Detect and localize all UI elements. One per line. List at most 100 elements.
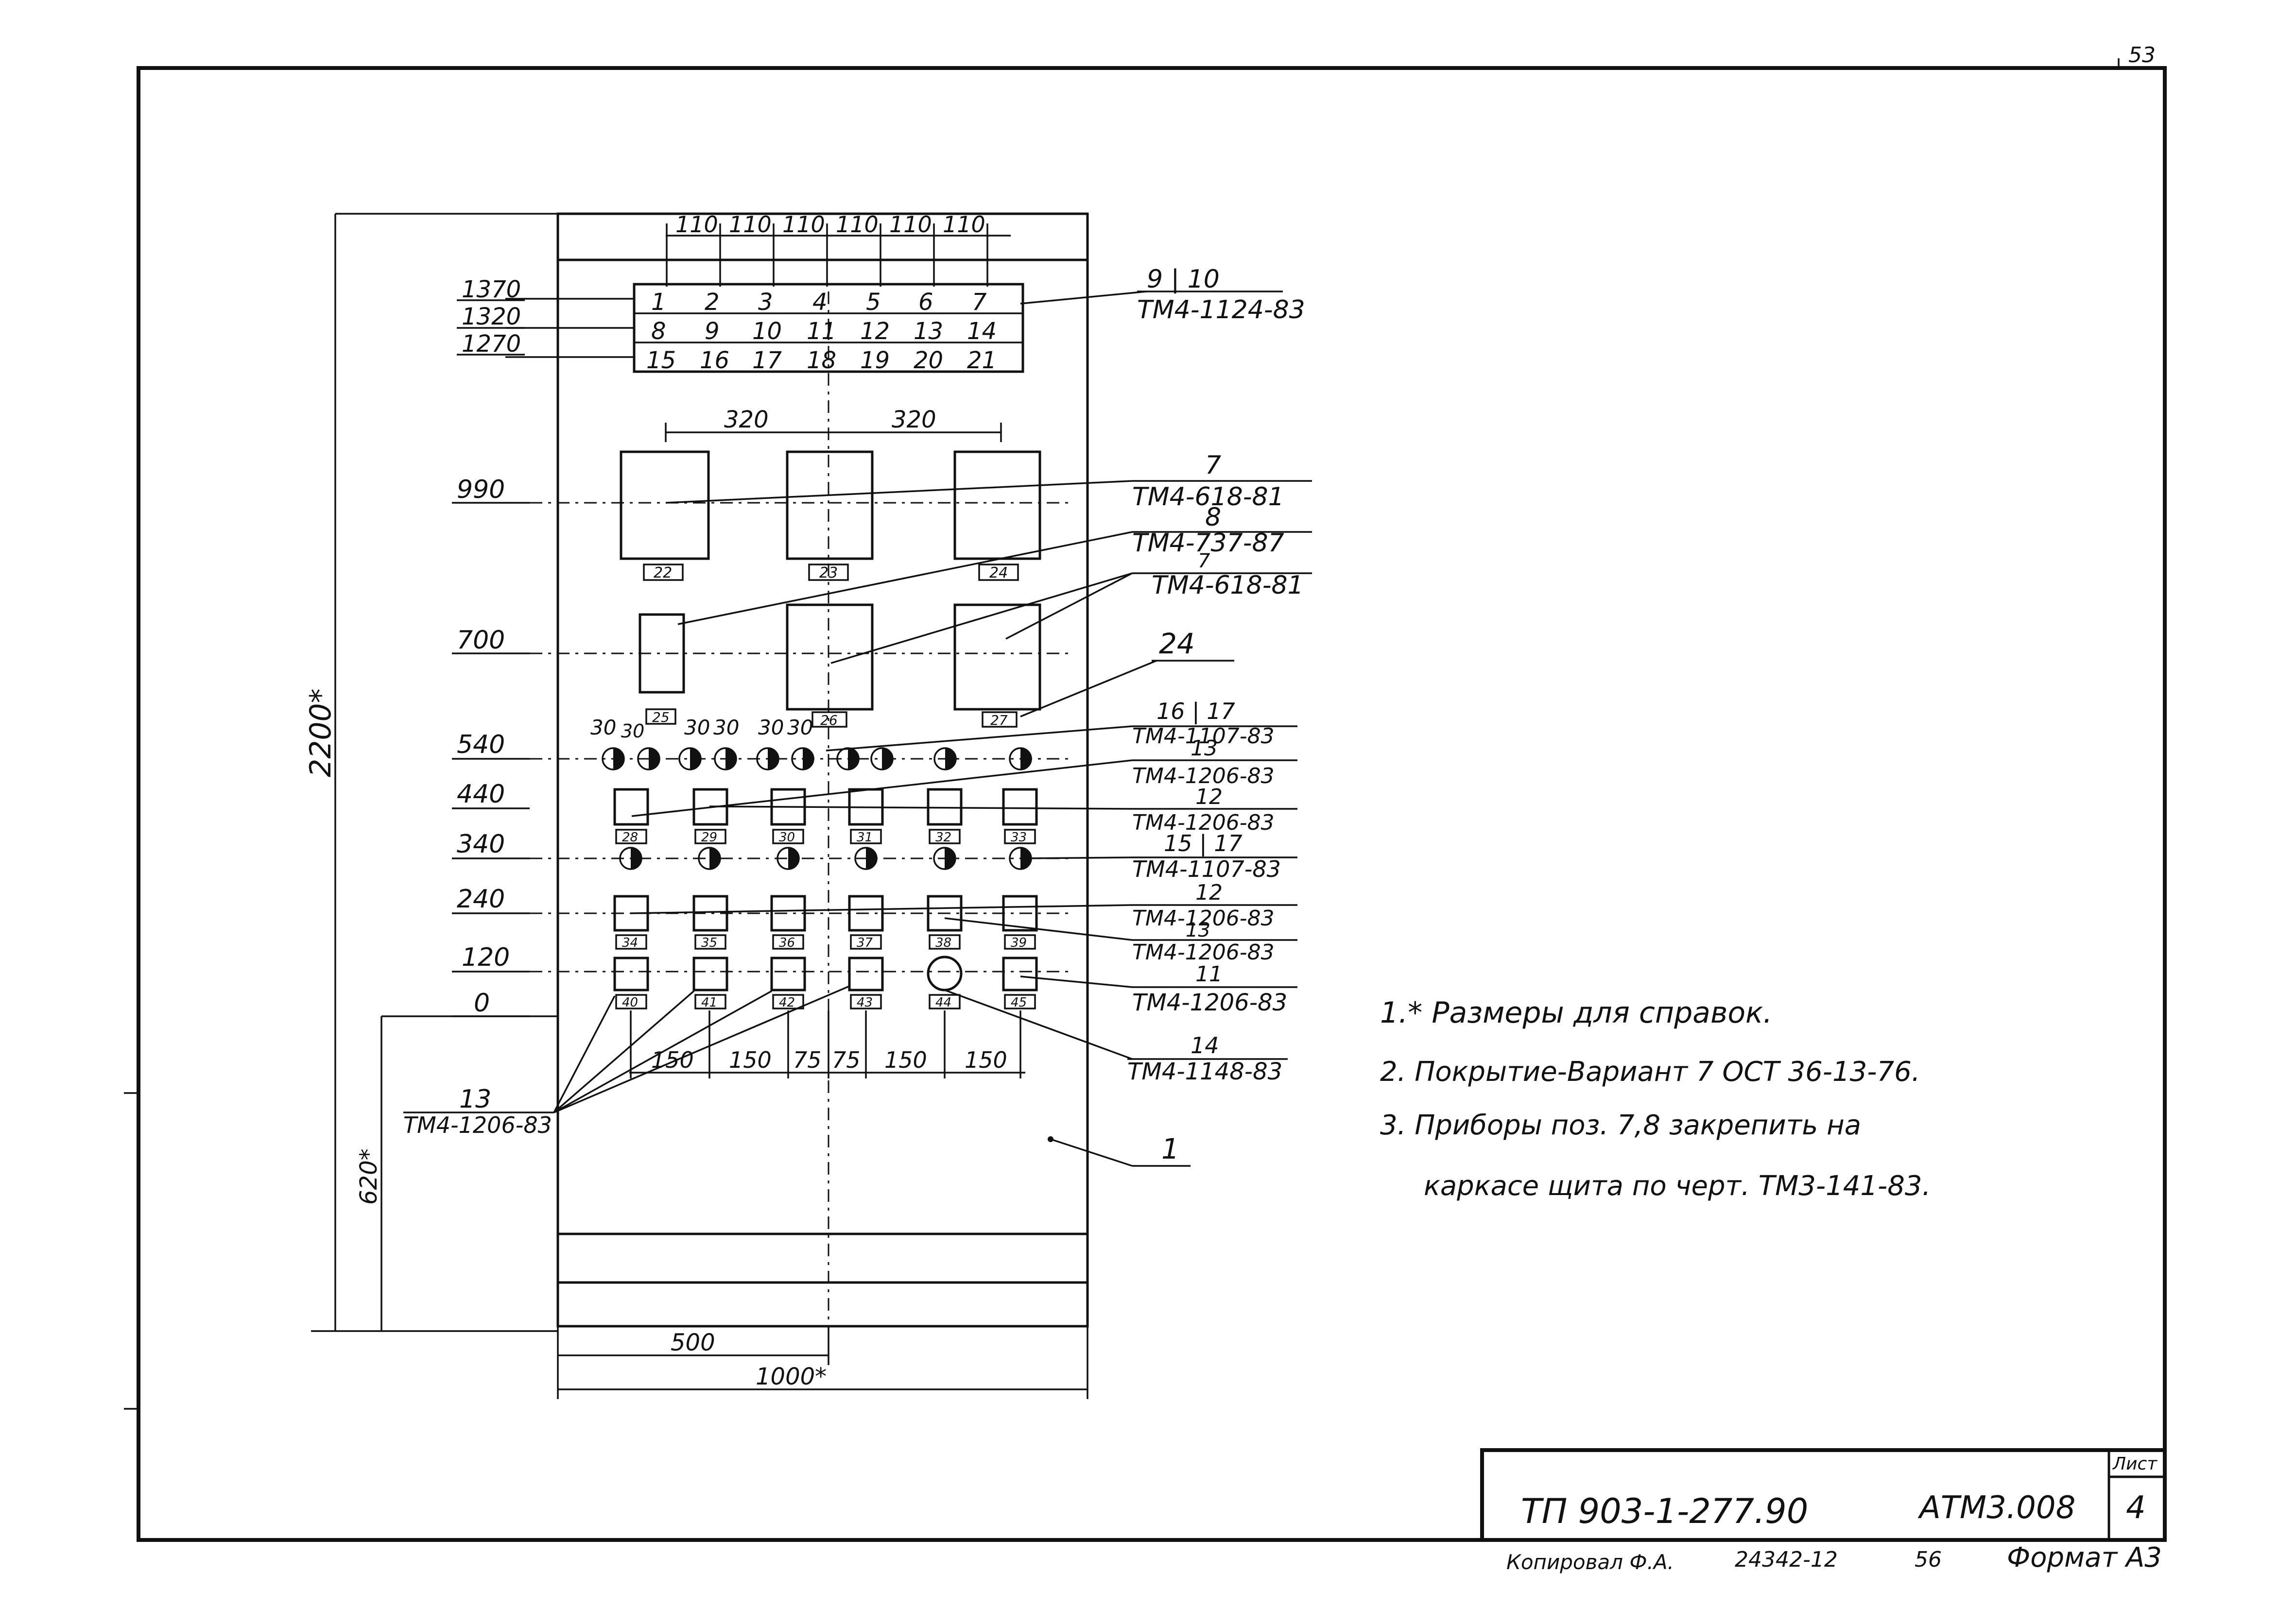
callout-number: 24 (1159, 627, 1195, 660)
callout-doc: ТМ4-1124-83 (1137, 295, 1305, 325)
position-tag: 29 (701, 830, 717, 845)
grid-number: 6 (918, 289, 933, 316)
order-number: 24342-12 (1735, 1547, 1838, 1572)
grid-number: 7 (972, 289, 987, 316)
width-500-label: 500 (671, 1329, 715, 1356)
dim-label: 75 (793, 1047, 822, 1073)
position-tag: 28 (622, 830, 638, 845)
grid-number: 2 (705, 289, 720, 316)
level-label: 240 (457, 885, 505, 914)
dim-label: 110 (729, 211, 772, 238)
grid-number: 4 (812, 289, 828, 316)
note-line: 2. Покрытие-Вариант 7 ОСТ 36-13-76. (1380, 1056, 1920, 1088)
dim-label: 150 (651, 1047, 694, 1073)
position-tag: 26 (820, 712, 838, 728)
dim-label: 110 (675, 211, 718, 238)
sheet-number: 4 (2126, 1490, 2146, 1526)
dim-label: 30 (758, 716, 784, 739)
position-tag: 30 (779, 830, 795, 845)
instrument-row-990: 22 23 24 (620, 450, 1041, 581)
callout-doc: ТМ4-737-87 (1132, 529, 1284, 558)
level-label: 1270 (462, 330, 521, 358)
grid-number: 17 (752, 347, 782, 374)
position-tag: 37 (857, 936, 873, 950)
note-line: 1.* Размеры для справок. (1380, 996, 1772, 1030)
switch-row-540 (602, 747, 1032, 770)
signal-lamp-grid: 1 2 3 4 5 6 7 8 9 10 11 12 13 14 15 16 1… (505, 283, 1024, 374)
position-tag: 38 (935, 936, 951, 950)
device-row-440: 28 29 30 31 32 33 (613, 788, 1038, 845)
grid-number: 9 (705, 318, 720, 345)
dim-label: 30 (590, 716, 616, 739)
position-tag: 32 (935, 830, 951, 845)
dim-label: 110 (782, 211, 825, 238)
grid-number: 21 (967, 347, 997, 374)
top-dimension-chain: 110 110 110 110 110 110 (666, 211, 1011, 287)
callout-doc: ТМ4-1206-83 (1132, 940, 1275, 965)
device-row-240: 34 35 36 37 38 39 (613, 895, 1038, 950)
callout-number: 7 (1205, 451, 1221, 480)
dim-label: 110 (943, 211, 985, 238)
note-line: каркасе щита по черт. ТМ3-141-83. (1424, 1170, 1931, 1202)
copied-by: Копировал Ф.А. (1506, 1550, 1674, 1574)
panel-outline (556, 212, 1089, 1328)
grid-number: 1 (651, 289, 666, 316)
position-tag: 43 (857, 995, 873, 1010)
left-callout: 13 ТМ4-1206-83 (403, 985, 850, 1138)
grid-number: 11 (807, 318, 836, 345)
callout-doc: ТМ4-1206-83 (1132, 810, 1275, 835)
position-tag: 23 (819, 564, 838, 581)
notes: 1.* Размеры для справок. 2. Покрытие-Вар… (1380, 996, 1931, 1202)
dim-label: 75 (832, 1047, 861, 1073)
callout-number: 11 (1195, 962, 1223, 987)
width-1000-label: 1000* (756, 1363, 827, 1390)
callout-number: 15 | 17 (1164, 830, 1243, 857)
dim-label: 30 (684, 716, 710, 739)
dim-label: 30 (713, 716, 739, 739)
callout-number: 8 (1205, 503, 1221, 532)
sheet-label: Лист (2112, 1454, 2158, 1474)
row-level-labels: 1370 1320 1270 990 700 540 440 340 240 1… (452, 276, 530, 1018)
dim-label: 110 (836, 211, 879, 238)
position-tag: 45 (1011, 995, 1027, 1010)
position-tag: 31 (857, 830, 873, 845)
dim-label: 320 (892, 406, 936, 433)
bottom-dimension-chain: 150 150 75 75 150 150 (629, 1010, 1025, 1078)
level-label: 340 (457, 830, 505, 859)
dim-label: 30 (621, 720, 644, 742)
dim-label: 150 (884, 1047, 927, 1073)
dim-label: 150 (729, 1047, 772, 1073)
instrument-row-700: 25 26 27 (639, 603, 1041, 728)
position-tag: 40 (622, 995, 638, 1010)
level-label: 440 (457, 780, 505, 809)
overall-dimensions: 2200* 620* 500 1000* (304, 213, 1088, 1399)
note-line: 3. Приборы поз. 7,8 закрепить на (1380, 1110, 1861, 1141)
callout-number: 16 | 17 (1157, 698, 1235, 725)
callout-doc: ТМ4-618-81 (1152, 571, 1304, 600)
dimension-320: 320 320 (665, 406, 1002, 442)
callout-number: 12 (1195, 880, 1223, 905)
callout-number: 7 (1198, 550, 1210, 572)
callout-number: 14 (1191, 1032, 1219, 1059)
dimension-30: 30 30 30 30 30 30 (590, 716, 813, 742)
grid-number: 3 (758, 289, 773, 316)
dim-label: 320 (724, 406, 769, 433)
callout-number: 13 (1191, 736, 1218, 761)
callout-number: 13 (1186, 919, 1210, 941)
level-label: 990 (457, 475, 505, 504)
callout-doc: ТМ4-1206-83 (403, 1112, 552, 1138)
format-label: Формат А3 (2007, 1542, 2162, 1573)
device-row-120: 40 41 42 43 44 45 (613, 956, 1038, 1010)
overall-height-label: 2200* (304, 688, 338, 777)
callout-doc: ТМ4-1206-83 (1132, 989, 1287, 1016)
grid-number: 13 (914, 318, 943, 345)
title-block: Лист 4 ТП 903-1-277.90 АТМ3.008 Копирова… (1480, 1448, 2167, 1574)
position-tag: 34 (622, 936, 638, 950)
sheet-corner-number: 53 (2128, 43, 2156, 68)
callout-doc: ТМ4-1148-83 (1127, 1058, 1282, 1085)
callout-doc: ТМ4-1206-83 (1132, 906, 1275, 931)
position-tag: 42 (779, 995, 795, 1010)
dim-label: 150 (965, 1047, 1007, 1073)
position-tag: 24 (989, 564, 1008, 581)
